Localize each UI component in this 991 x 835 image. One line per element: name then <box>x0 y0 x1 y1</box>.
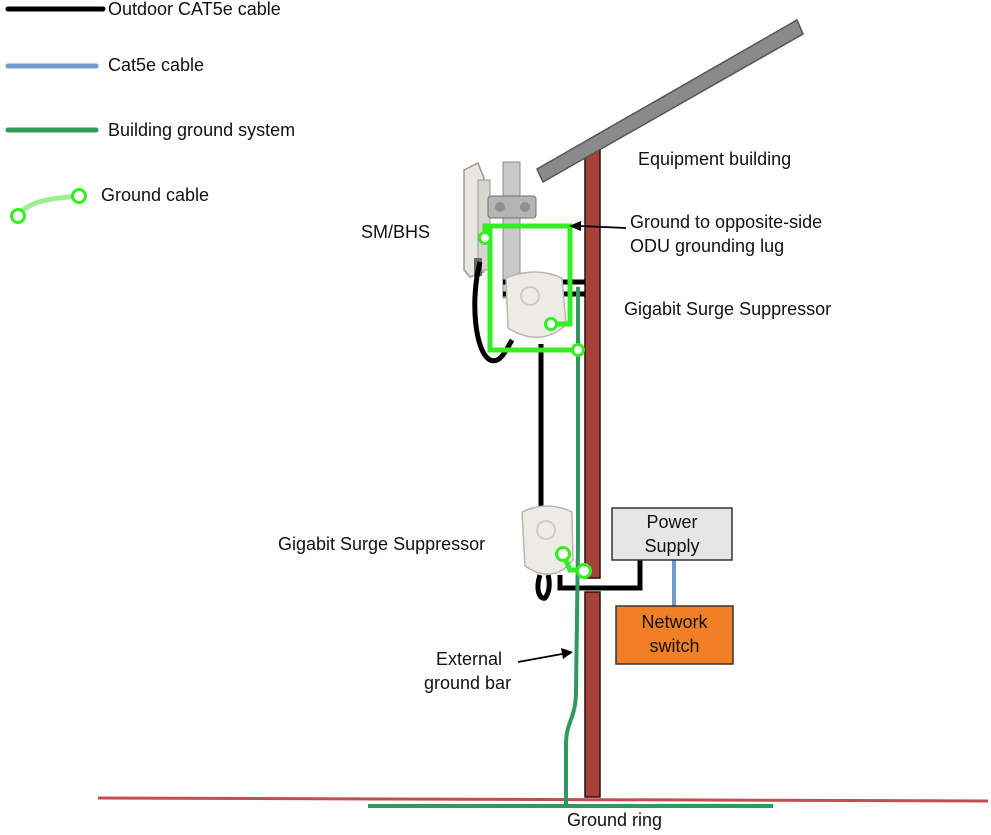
ground-bar-arrow <box>518 648 573 662</box>
lower-surge-suppressor-label: Gigabit Surge Suppressor <box>278 533 485 555</box>
legend-ground-cable-label: Ground cable <box>101 184 209 206</box>
sm-bhs-label: SM/BHS <box>361 221 430 243</box>
building-wall-upper <box>585 148 600 578</box>
legend-ground-cable-icon <box>12 190 86 223</box>
power-supply-label: Power Supply <box>612 510 732 558</box>
ground-lug-label-line2: ODU grounding lug <box>630 235 784 257</box>
ground-lug-label-line1: Ground to opposite-side <box>630 211 822 233</box>
equipment-building-label: Equipment building <box>638 148 791 170</box>
building-wall-lower <box>585 592 600 797</box>
external-ground-bar-label-line1: External <box>436 648 502 670</box>
sm-bhs-radio-unit <box>464 163 536 277</box>
legend-outdoor-cable-label: Outdoor CAT5e cable <box>108 0 281 20</box>
network-switch-label: Network switch <box>616 610 733 658</box>
ground-ring-label: Ground ring <box>567 809 662 831</box>
earth-line <box>98 798 988 801</box>
upper-surge-suppressor-label: Gigabit Surge Suppressor <box>624 298 831 320</box>
legend-cat5e-cable-label: Cat5e cable <box>108 54 204 76</box>
legend-building-ground-label: Building ground system <box>108 119 295 141</box>
external-ground-bar-label-line2: ground bar <box>424 672 511 694</box>
